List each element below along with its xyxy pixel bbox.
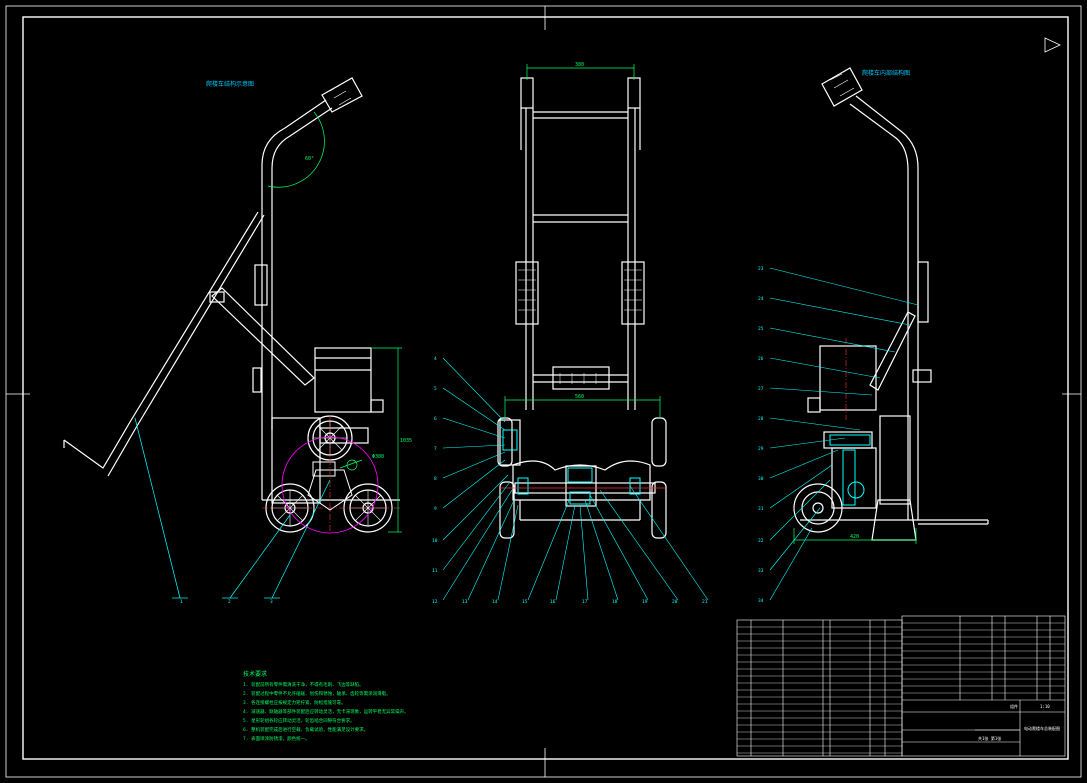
right-view-leaders (769, 267, 919, 601)
side-view-dimensions (267, 111, 402, 533)
balloon-30: 30 (758, 476, 764, 482)
star-wheel-dia-label: Φ300 (372, 454, 384, 460)
front-view-pad-hatch (518, 269, 642, 384)
balloon-24: 24 (758, 296, 764, 302)
balloon-34: 34 (758, 598, 764, 604)
side-view-balloons: 1 2 3 (180, 599, 273, 605)
balloon-26: 26 (758, 356, 764, 362)
balloon-11: 11 (432, 568, 438, 574)
balloon-29: 29 (758, 446, 764, 452)
drawing-scale: 1:10 (1040, 704, 1050, 709)
balloon-21: 21 (702, 599, 708, 605)
balloon-31: 31 (758, 506, 764, 512)
note-line-3: 3. 各连接螺栓应按规定力矩拧紧，防松措施可靠。 (243, 699, 346, 706)
bill-of-materials (736, 619, 903, 757)
right-view-section-parts (829, 434, 871, 506)
sheet-frame (5, 5, 1082, 778)
balloon-20: 20 (672, 599, 678, 605)
front-view-wheels (497, 417, 667, 539)
balloon-14: 14 (492, 599, 498, 605)
technical-notes: 技术要求 1. 装配前所有零件需清洗干净，不得有毛刺、飞边等缺陷。 2. 装配过… (243, 670, 409, 742)
drawing-sheet: 共1张 第1张 (978, 735, 1001, 741)
front-width-top-label: 380 (575, 62, 584, 68)
balloon-8: 8 (434, 476, 437, 482)
front-view-left-balloons: 4 5 6 7 8 9 10 11 12 13 14 15 16 (432, 356, 556, 605)
drawing-material: 组件 (1010, 703, 1018, 709)
front-view-leaders (442, 357, 709, 601)
balloon-15: 15 (522, 599, 528, 605)
balloon-18: 18 (612, 599, 618, 605)
front-view-dimensions (504, 64, 661, 418)
balloon-10: 10 (432, 538, 438, 544)
balloon-28: 28 (758, 416, 764, 422)
title-block-rows (902, 622, 1065, 694)
balloon-33: 33 (758, 568, 764, 574)
side-view-centerlines (262, 415, 400, 535)
note-line-7: 7. 表面喷涂防锈漆，颜色统一。 (243, 735, 310, 742)
balloon-23: 23 (758, 266, 764, 272)
balloon-16: 16 (550, 599, 556, 605)
side-view-wheels (265, 415, 393, 533)
balloon-2: 2 (228, 599, 231, 605)
balloon-32: 32 (758, 538, 764, 544)
balloon-13: 13 (462, 599, 468, 605)
balloon-19: 19 (642, 599, 648, 605)
balloon-4: 4 (434, 356, 437, 362)
note-line-5: 5. 星形轮组各轮应转动灵活，轮齿啮合间隙符合要求。 (243, 717, 355, 724)
note-line-1: 1. 装配前所有零件需清洗干净，不得有毛刺、飞边等缺陷。 (243, 681, 364, 688)
front-view-bottom-balloons: 17 18 19 20 21 (582, 599, 708, 605)
notes-title: 技术要求 (243, 670, 267, 678)
balloon-25: 25 (758, 326, 764, 332)
right-view-dimensions (793, 528, 917, 544)
front-width-mid-label: 560 (575, 394, 584, 400)
front-view (499, 77, 656, 521)
side-height-label: 1035 (400, 438, 412, 444)
balloon-9: 9 (434, 506, 437, 512)
left-view-title: 爬楼车结构示意图 (206, 80, 254, 88)
right-base-label: 420 (850, 534, 859, 540)
balloon-1: 1 (180, 599, 183, 605)
balloon-7: 7 (434, 446, 437, 452)
balloon-3: 3 (270, 599, 273, 605)
right-view (793, 67, 989, 541)
note-line-4: 4. 减速器、联轴器等部件装配后应转动灵活，无卡滞现象，运转平稳无异常噪声。 (243, 708, 409, 715)
handle-angle-label: 60° (305, 156, 314, 162)
bom-rows (737, 626, 902, 754)
drawing-name: 电动爬楼车总装配图 (1024, 725, 1060, 731)
balloon-27: 27 (758, 386, 764, 392)
balloon-6: 6 (434, 416, 437, 422)
balloon-17: 17 (582, 599, 588, 605)
note-line-6: 6. 整机装配完成后进行空载、负载试验，性能满足设计要求。 (243, 726, 368, 733)
side-view (63, 77, 400, 504)
side-view-leaders (134, 417, 331, 599)
balloon-5: 5 (434, 386, 437, 392)
note-line-2: 2. 装配过程中零件不允许磕碰、划伤和锈蚀，轴承、齿轮等需涂润滑脂。 (243, 690, 391, 697)
right-view-title: 爬楼车内部结构图 (862, 69, 910, 77)
right-view-balloons: 23 24 25 26 27 28 29 30 31 32 33 34 (758, 266, 764, 604)
balloon-12: 12 (432, 599, 438, 605)
